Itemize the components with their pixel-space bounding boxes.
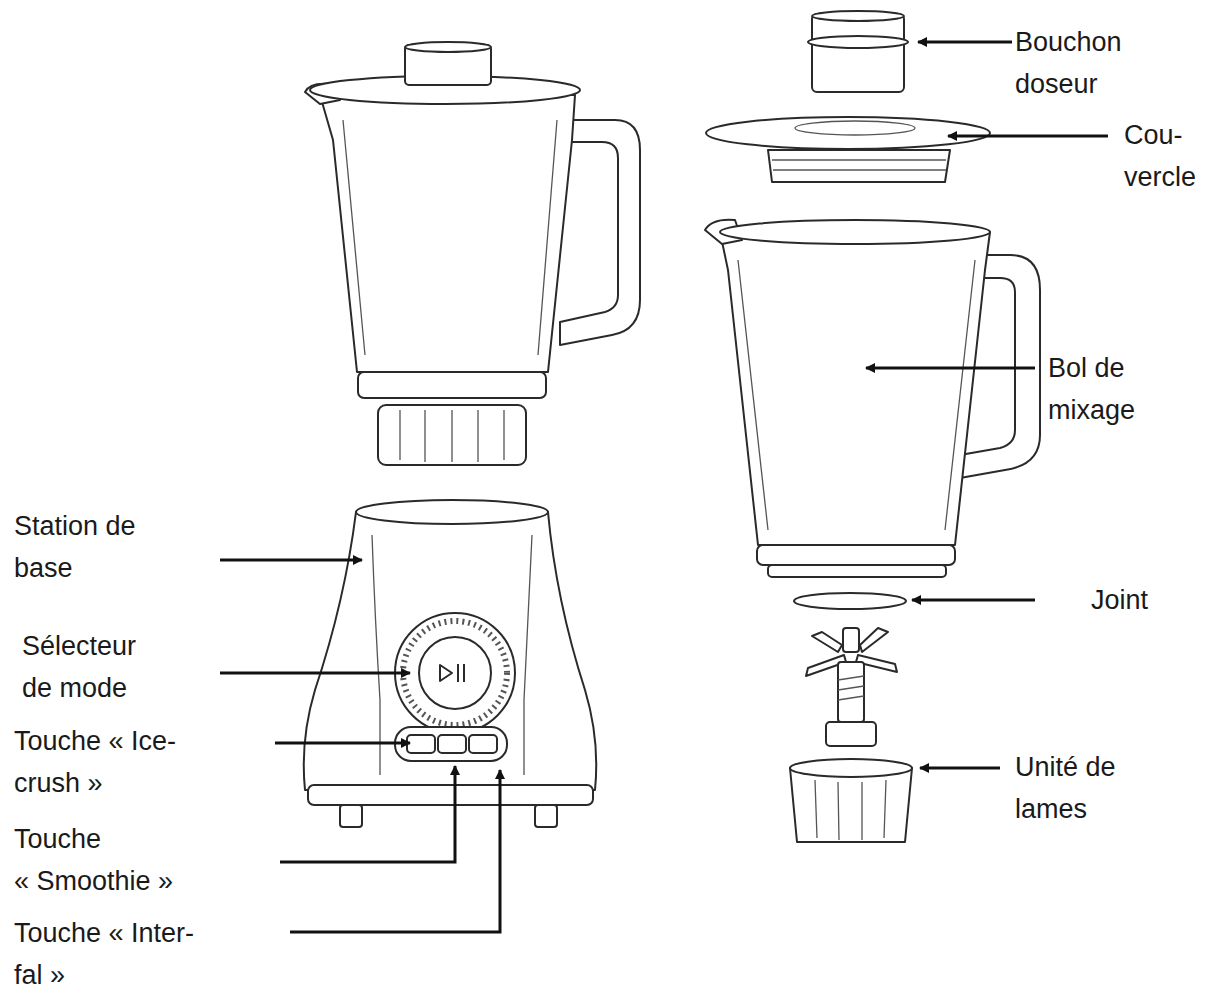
leader-arrow [280,766,455,862]
leader-arrow [220,672,410,675]
leader-arrow [918,41,1012,44]
blade-tip [843,628,859,652]
mode-dial [395,613,515,733]
coupling-ribs [400,410,504,462]
part-label: Joint [1091,579,1211,621]
lid [706,117,990,182]
button [469,735,497,753]
leader-arrow [948,135,1108,138]
shaft-threads [838,676,864,700]
blade-gear [826,722,876,746]
play-symbol [440,664,464,682]
base-station [304,500,597,827]
blade-shaft [838,662,864,722]
lid-plate [706,117,990,149]
bowl-neck [768,565,946,577]
part-label: Touche « Inter- fal » [14,912,219,990]
leader-arrow [866,367,1035,370]
base-body [304,512,597,790]
cap-ring [808,36,908,48]
foot [535,805,557,827]
part-label: Bouchon doseur [1015,21,1165,105]
part-label: Sélecteur de mode [22,625,157,709]
coupling [378,405,526,465]
bowl-inner-line [738,260,975,530]
leader-arrow [275,742,410,745]
part-label: Touche « Smoothie » [14,818,204,902]
leader-arrow [290,770,500,932]
jug-handle [560,120,640,345]
leader-arrow [920,767,1000,770]
part-label: Station de base [14,505,169,589]
jug-inner-line [343,120,557,355]
base-rim [356,500,548,524]
collar [358,372,546,398]
measuring-cap [808,11,908,92]
button-panel [395,727,507,761]
assembled-jug [305,42,640,465]
seal-ring [794,593,906,609]
part-label: Cou- vercle [1124,114,1218,198]
blade-base-top [790,759,912,777]
button [407,735,435,753]
button [438,735,466,753]
cap-body [812,14,904,92]
leader-arrow [912,599,1035,602]
mixing-bowl [705,220,1040,577]
lid-threads [772,160,946,170]
dial-knob [419,637,491,709]
dial-ticks [403,621,507,725]
lid-skirt [768,150,950,182]
bowl-body [720,232,990,545]
leader-arrow [220,559,362,562]
blade-base [790,768,912,842]
bowl-collar [757,545,955,565]
bowl-rim [720,220,990,244]
base-ribs [815,780,886,840]
base-bottom [308,785,593,805]
part-label: Touche « Ice- crush » [14,720,219,804]
part-label: Unité de lames [1015,746,1165,830]
foot [340,805,362,827]
part-label: Bol de mixage [1048,347,1173,431]
jug-body [320,95,575,372]
blade-unit [790,628,912,842]
cap-top [812,11,904,21]
cap-top [405,42,491,52]
base-panel [372,535,532,775]
lid-opening [795,121,915,135]
leader-arrows [220,42,1108,932]
